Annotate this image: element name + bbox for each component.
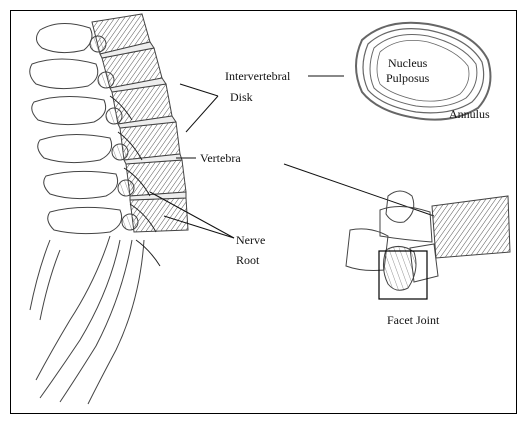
spine-illustration	[30, 14, 188, 404]
leader-lines	[150, 76, 434, 238]
label-facet-joint: Facet Joint	[387, 313, 439, 328]
label-disk: Disk	[230, 90, 253, 105]
vertebra-facet-illustration	[346, 191, 510, 290]
label-vertebra: Vertebra	[200, 151, 241, 166]
label-pulposus: Pulposus	[386, 71, 429, 86]
label-annulus: Annulus	[449, 107, 490, 122]
label-nerve: Nerve	[236, 233, 265, 248]
label-intervertebral: Intervertebral	[225, 69, 290, 84]
label-root: Root	[236, 253, 259, 268]
label-nucleus: Nucleus	[388, 56, 427, 71]
